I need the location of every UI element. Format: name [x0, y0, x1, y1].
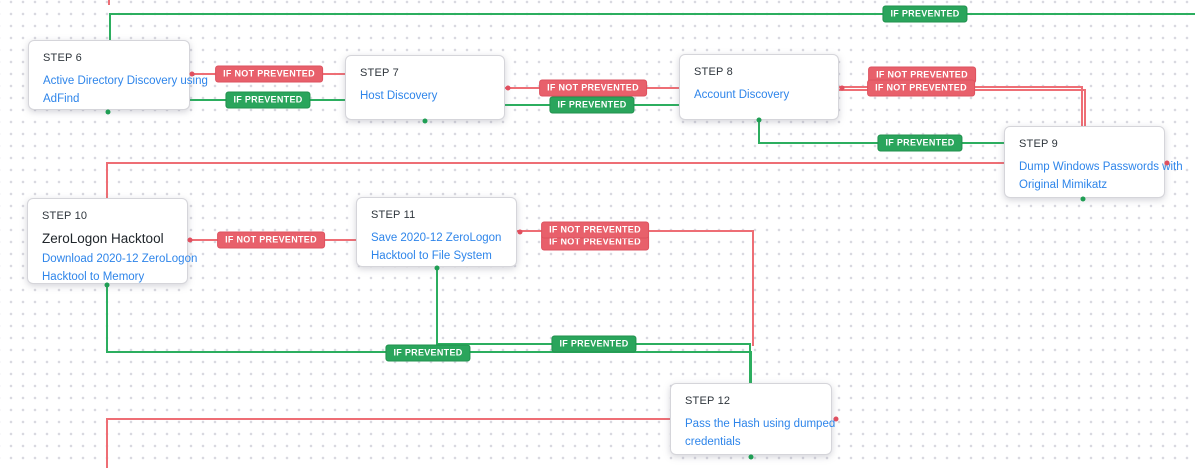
edge-segment-not_prevented: [752, 230, 754, 346]
edge-segment-not_prevented: [108, 0, 110, 5]
node-description[interactable]: Host Discovery: [360, 87, 490, 105]
edge-segment-not_prevented: [1081, 86, 1083, 127]
description-line: Pass the Hash using dumped: [685, 418, 836, 430]
source-handle-not_prevented[interactable]: [833, 416, 839, 422]
edge-segment-prevented: [758, 119, 760, 144]
edge-label-if-prevented: IF PREVENTED: [225, 91, 311, 109]
flow-node-step8[interactable]: STEP 8 Account Discovery: [679, 54, 839, 120]
source-handle-prevented[interactable]: [105, 109, 111, 115]
source-handle-prevented[interactable]: [104, 282, 110, 288]
source-handle-not_prevented[interactable]: [517, 229, 523, 235]
description-line: Active Directory Discovery using: [43, 75, 208, 87]
edge-label-if-not-prevented: IF NOT PREVENTED: [217, 231, 325, 249]
source-handle-not_prevented[interactable]: [187, 237, 193, 243]
node-description[interactable]: Account Discovery: [694, 86, 824, 104]
flow-node-step12[interactable]: STEP 12 Pass the Hash using dumped credent…: [670, 383, 836, 455]
node-name: ZeroLogon Hacktool: [42, 231, 164, 246]
source-handle-prevented[interactable]: [756, 117, 762, 123]
description-line: Original Mimikatz: [1019, 179, 1108, 191]
description-line: Download 2020-12 ZeroLogon: [42, 253, 198, 265]
source-handle-prevented[interactable]: [1080, 196, 1086, 202]
node-step-label: STEP 9: [1019, 138, 1058, 150]
edge-label-if-prevented: IF PREVENTED: [549, 96, 635, 114]
description-line: AdFind: [43, 93, 80, 105]
description-line: Hacktool to Memory: [42, 271, 145, 283]
edge-label-if-prevented: IF PREVENTED: [877, 134, 963, 152]
node-step-label: STEP 7: [360, 67, 399, 79]
source-handle-prevented[interactable]: [434, 265, 440, 271]
edge-segment-prevented: [749, 343, 751, 384]
node-step-label: STEP 6: [43, 52, 82, 64]
edge-segment-prevented: [109, 13, 1195, 15]
edge-segment-not_prevented: [106, 162, 1005, 164]
source-handle-prevented[interactable]: [748, 454, 754, 460]
edge-segment-prevented: [106, 283, 108, 353]
node-step-label: STEP 11: [371, 209, 416, 221]
source-handle-prevented[interactable]: [422, 118, 428, 124]
node-description[interactable]: Pass the Hash using dumped credentials: [685, 415, 836, 451]
description-line: Dump Windows Passwords with: [1019, 161, 1183, 173]
description-line: Host Discovery: [360, 90, 438, 102]
edge-label-if-not-prevented: IF NOT PREVENTED: [539, 79, 647, 97]
edge-segment-not_prevented: [106, 418, 671, 420]
edge-label-if-not-prevented: IF NOT PREVENTED: [541, 221, 649, 239]
description-line: Hacktool to File System: [371, 250, 492, 262]
node-step-label: STEP 8: [694, 66, 733, 78]
node-step-label: STEP 12: [685, 395, 731, 407]
edge-segment-not_prevented: [106, 162, 108, 199]
edge-label-if-not-prevented: IF NOT PREVENTED: [867, 79, 975, 97]
source-handle-not_prevented[interactable]: [189, 71, 195, 77]
description-line: credentials: [685, 436, 741, 448]
source-handle-not_prevented[interactable]: [839, 85, 845, 91]
edge-label-if-prevented: IF PREVENTED: [551, 335, 637, 353]
description-line: Save 2020-12 ZeroLogon: [371, 232, 502, 244]
edge-label-if-not-prevented: IF NOT PREVENTED: [215, 65, 323, 83]
source-handle-not_prevented[interactable]: [505, 85, 511, 91]
edge-label-if-prevented: IF PREVENTED: [385, 344, 471, 362]
edge-segment-prevented: [109, 13, 111, 41]
description-line: Account Discovery: [694, 89, 790, 101]
edge-label-if-prevented: IF PREVENTED: [882, 5, 968, 23]
edge-segment-prevented: [750, 351, 752, 384]
edge-segment-prevented: [436, 266, 438, 345]
edge-segment-not_prevented: [1084, 89, 1086, 127]
source-handle-not_prevented[interactable]: [1164, 160, 1170, 166]
edge-segment-not_prevented: [106, 418, 108, 468]
node-step-label: STEP 10: [42, 210, 88, 222]
